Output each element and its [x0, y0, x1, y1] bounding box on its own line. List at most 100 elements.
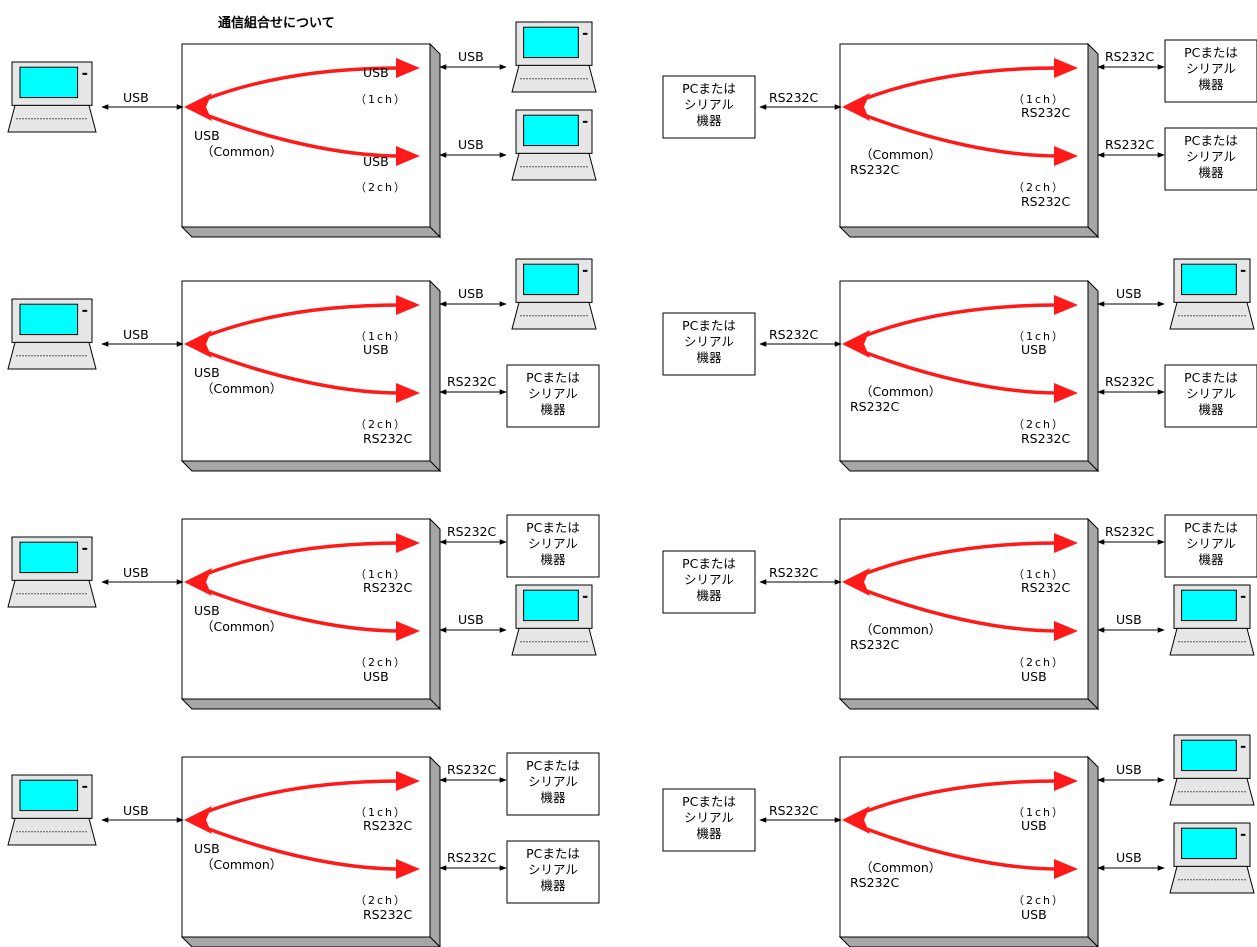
laptop-indicator	[1240, 269, 1246, 272]
laptop-icon	[511, 109, 597, 181]
channel-curve	[863, 541, 1059, 576]
laptop-screen	[523, 263, 579, 296]
arrow-head	[396, 859, 420, 879]
arrow-head	[396, 771, 420, 791]
laptop-icon	[1169, 584, 1255, 656]
serial-device-label: 機器	[1198, 77, 1224, 92]
serial-device-label: シリアル	[1186, 61, 1236, 76]
left-link-label: RS232C	[769, 565, 818, 580]
laptop-icon	[1169, 258, 1255, 330]
common-label: （Common）	[860, 147, 941, 162]
unit-box-side	[1087, 279, 1099, 473]
channel-curve	[863, 588, 1059, 633]
serial-device-label: 機器	[696, 113, 722, 128]
laptop-screen	[1181, 589, 1237, 622]
channel-curve	[205, 826, 401, 871]
ch1-port-label: RS232C	[363, 818, 412, 833]
serial-device-label: シリアル	[684, 97, 734, 112]
right-link-label: USB	[458, 137, 484, 152]
laptop-indicator	[82, 785, 88, 788]
right-link-label: USB	[458, 49, 484, 64]
laptop-icon	[1169, 734, 1255, 806]
common-arrow-head	[842, 330, 870, 358]
ch2-label: （2ch）	[355, 656, 407, 669]
laptop-screen	[19, 66, 79, 99]
combination-panel-7: （1ch）RS232C（2ch）RS232CUSB（Common）USBRS23…	[7, 752, 600, 947]
ch1-label: （1ch）	[1013, 568, 1065, 581]
laptop-screen	[523, 26, 579, 59]
right-link-label: RS232C	[447, 762, 496, 777]
channel-curve	[863, 779, 1059, 814]
serial-device-label: PCまたは	[526, 370, 580, 385]
arrow-head	[396, 533, 420, 553]
common-arrow-head	[184, 330, 212, 358]
channel-curve	[863, 350, 1059, 395]
serial-device-frame	[662, 75, 756, 139]
channel-curve	[205, 66, 401, 101]
unit-box-bottom	[838, 936, 1099, 947]
serial-device-frame	[1164, 127, 1257, 191]
serial-device-label: 機器	[540, 402, 566, 417]
laptop-icon	[511, 584, 597, 656]
common-port-label: RS232C	[850, 637, 899, 652]
laptop-indicator	[582, 269, 588, 272]
serial-device-frame	[1164, 514, 1257, 578]
unit-box-side	[1087, 42, 1099, 239]
arrow-head	[396, 58, 420, 78]
unit-box	[839, 518, 1089, 700]
ch1-port-label: RS232C	[1021, 105, 1070, 120]
arrow-head	[1054, 146, 1078, 166]
common-arrow-head	[184, 806, 212, 834]
ch2-port-label: RS232C	[363, 907, 412, 922]
common-label: （Common）	[201, 619, 282, 634]
arrow-head	[396, 383, 420, 403]
ch2-port-label: USB	[1021, 669, 1047, 684]
unit-box-bottom	[180, 936, 441, 947]
combination-panel-2: （1ch）RS232C（2ch）RS232C（Common）RS232CRS23…	[662, 39, 1257, 239]
serial-device-label: 機器	[1198, 552, 1224, 567]
arrow-head	[1054, 771, 1078, 791]
left-link-label: USB	[123, 327, 149, 342]
serial-device-label: 機器	[540, 878, 566, 893]
ch1-port-label: USB	[363, 65, 389, 80]
serial-device-label: シリアル	[528, 536, 578, 551]
unit-box-bottom	[838, 460, 1100, 472]
ch2-port-label: USB	[1021, 907, 1047, 922]
combination-panel-8: （1ch）USB（2ch）USB（Common）RS232CRS232CPCまた…	[662, 734, 1255, 947]
unit-box-side	[429, 279, 441, 473]
left-link-label: RS232C	[769, 90, 818, 105]
serial-device-frame	[662, 550, 756, 614]
right-link-label: RS232C	[1105, 374, 1154, 389]
unit-box-bottom	[180, 226, 442, 238]
serial-device-label: 機器	[696, 588, 722, 603]
laptop-indicator	[1240, 833, 1246, 836]
combination-panel-6: （1ch）RS232C（2ch）USB（Common）RS232CRS232CP…	[662, 514, 1257, 711]
ch1-label: （1ch）	[1013, 330, 1065, 343]
ch1-port-label: USB	[363, 342, 389, 357]
arrow-head	[1054, 859, 1078, 879]
unit-box-bottom	[838, 698, 1100, 710]
ch2-port-label: RS232C	[363, 431, 412, 446]
serial-device-label: 機器	[696, 350, 722, 365]
channel-curve	[863, 303, 1059, 338]
common-arrow-head	[184, 93, 212, 121]
serial-device-label: 機器	[1198, 165, 1224, 180]
channel-curve	[205, 779, 401, 814]
serial-device-label: PCまたは	[682, 556, 736, 571]
left-link-label: RS232C	[769, 327, 818, 342]
ch1-label: （1ch）	[355, 568, 407, 581]
common-port-label: RS232C	[850, 162, 899, 177]
common-label: （Common）	[201, 381, 282, 396]
unit-box-side	[429, 42, 441, 239]
ch2-label: （2ch）	[355, 181, 407, 194]
serial-device-label: シリアル	[684, 334, 734, 349]
serial-device-frame	[1164, 364, 1257, 428]
common-port-label: USB	[194, 603, 220, 618]
right-link-label: USB	[458, 612, 484, 627]
